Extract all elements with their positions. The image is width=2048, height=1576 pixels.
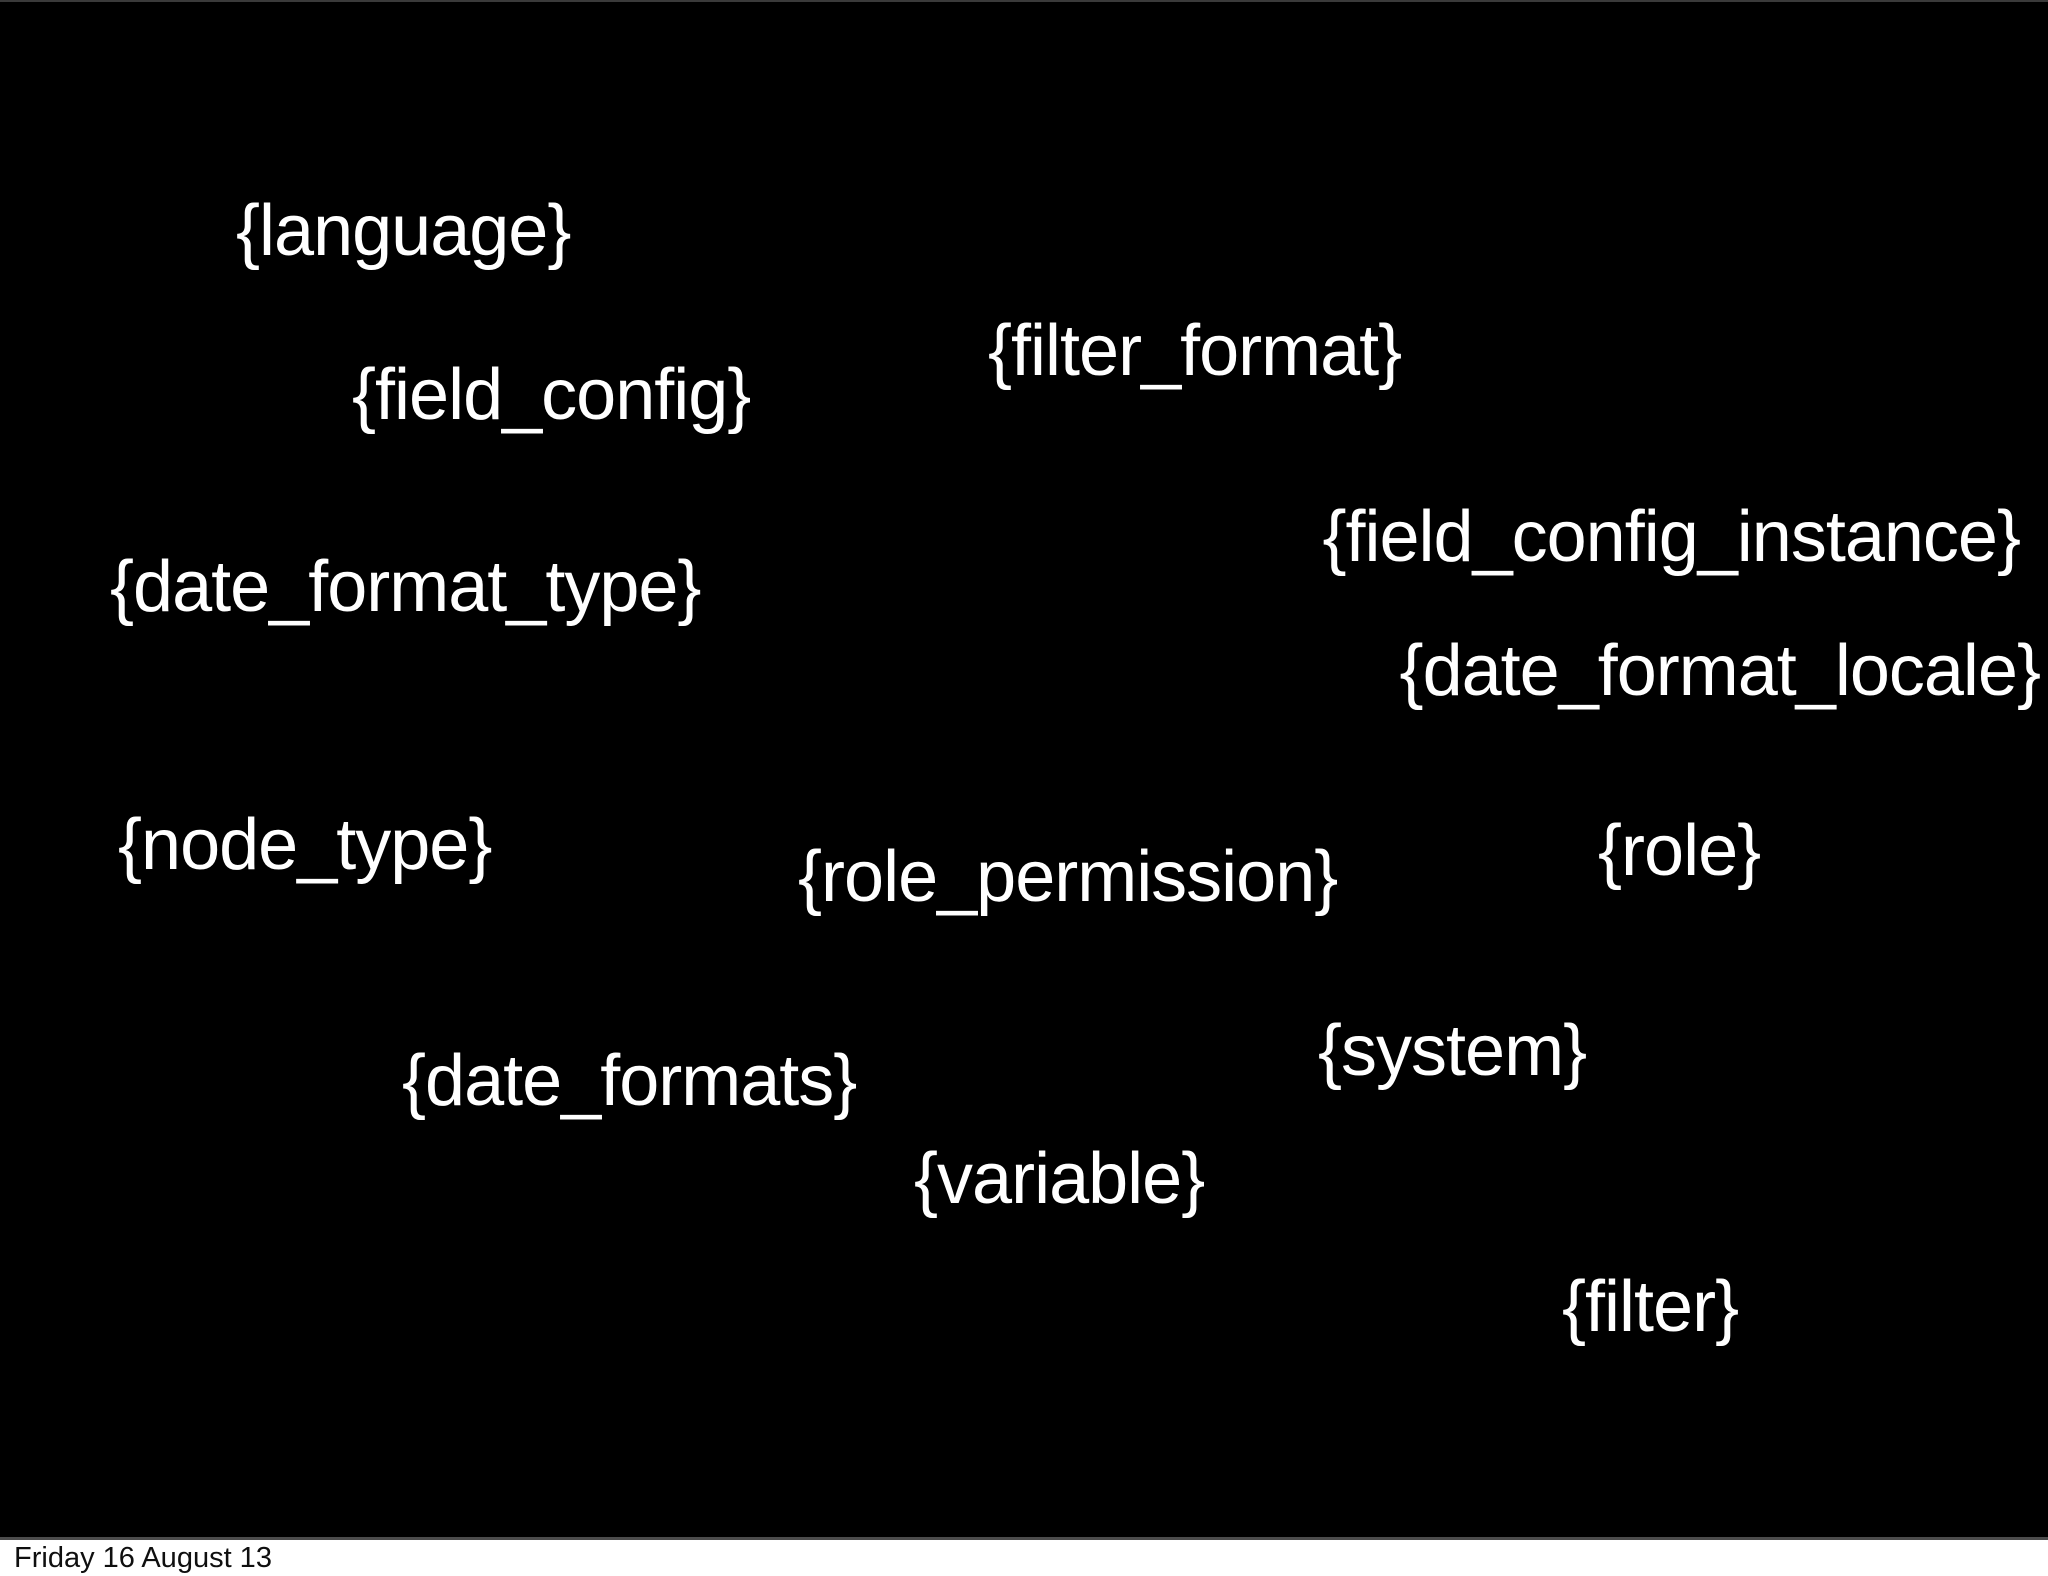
- table-label-filter-format: {filter_format}: [988, 311, 1402, 391]
- table-label-filter: {filter}: [1562, 1267, 1739, 1347]
- table-label-field-config-instance: {field_config_instance}: [1322, 497, 2021, 577]
- slide-background: {language} {field_config} {filter_format…: [0, 0, 2048, 1537]
- table-label-node-type: {node_type}: [118, 805, 492, 885]
- table-label-role: {role}: [1598, 811, 1761, 891]
- export-footer-bar: Friday 16 August 13: [0, 1537, 2048, 1576]
- table-label-field-config: {field_config}: [352, 355, 751, 435]
- table-label-date-formats: {date_formats}: [402, 1041, 857, 1121]
- table-label-role-permission: {role_permission}: [798, 837, 1338, 917]
- table-label-variable: {variable}: [914, 1139, 1205, 1219]
- footer-date-label: Friday 16 August 13: [14, 1542, 272, 1574]
- table-label-date-format-locale: {date_format_locale}: [1399, 631, 2041, 711]
- table-label-date-format-type: {date_format_type}: [110, 547, 701, 627]
- table-label-language: {language}: [236, 191, 571, 271]
- table-label-system: {system}: [1318, 1011, 1587, 1091]
